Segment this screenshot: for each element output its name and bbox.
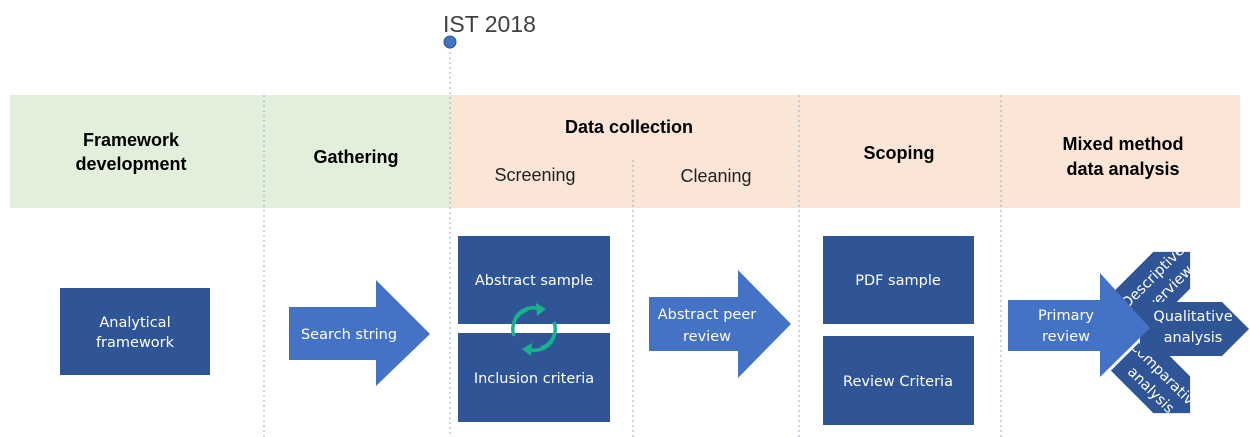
subphase-cleaning: Cleaning bbox=[680, 166, 751, 186]
inclusion-criteria-label: Inclusion criteria bbox=[474, 371, 594, 387]
planning-phase-band bbox=[10, 95, 450, 208]
analytical-framework-line1: Analytical bbox=[99, 315, 170, 331]
milestone-label: IST 2018 bbox=[443, 11, 536, 37]
phase-framework-line2: development bbox=[75, 154, 186, 174]
qualitative-analysis-line2: analysis bbox=[1164, 330, 1223, 346]
pdf-sample-box bbox=[823, 236, 974, 324]
abstract-peer-review-arrow bbox=[649, 270, 791, 378]
analytical-framework-line2: framework bbox=[96, 335, 175, 351]
primary-review-line1: Primary bbox=[1038, 308, 1094, 324]
primary-review-arrow bbox=[1008, 273, 1150, 377]
qualitative-analysis-line1: Qualitative bbox=[1153, 309, 1232, 325]
review-criteria-box bbox=[823, 336, 974, 425]
pdf-sample-label: PDF sample bbox=[855, 273, 941, 289]
phase-framework-line1: Framework bbox=[83, 130, 180, 150]
subphase-screening: Screening bbox=[494, 165, 575, 185]
search-string-label: Search string bbox=[301, 327, 397, 343]
execution-phase-band bbox=[450, 95, 1240, 208]
inclusion-criteria-box bbox=[458, 333, 610, 422]
abstract-sample-label: Abstract sample bbox=[475, 273, 593, 289]
phase-analysis-line2: data analysis bbox=[1066, 159, 1179, 179]
cycle-arrows-icon bbox=[511, 303, 557, 356]
search-string-arrow bbox=[289, 280, 430, 386]
milestone-dot bbox=[443, 35, 457, 49]
phase-gathering: Gathering bbox=[313, 147, 398, 167]
phase-data-collection: Data collection bbox=[565, 117, 693, 137]
qualitative-analysis-arrow bbox=[1140, 302, 1249, 356]
primary-review-line2: review bbox=[1042, 329, 1090, 345]
abstract-peer-review-line2: review bbox=[683, 329, 731, 345]
analytical-framework-box bbox=[60, 288, 210, 375]
phase-scoping: Scoping bbox=[864, 143, 935, 163]
review-criteria-label: Review Criteria bbox=[843, 374, 953, 390]
abstract-peer-review-line1: Abstract peer bbox=[658, 307, 757, 323]
phase-analysis-line1: Mixed method bbox=[1062, 134, 1183, 154]
